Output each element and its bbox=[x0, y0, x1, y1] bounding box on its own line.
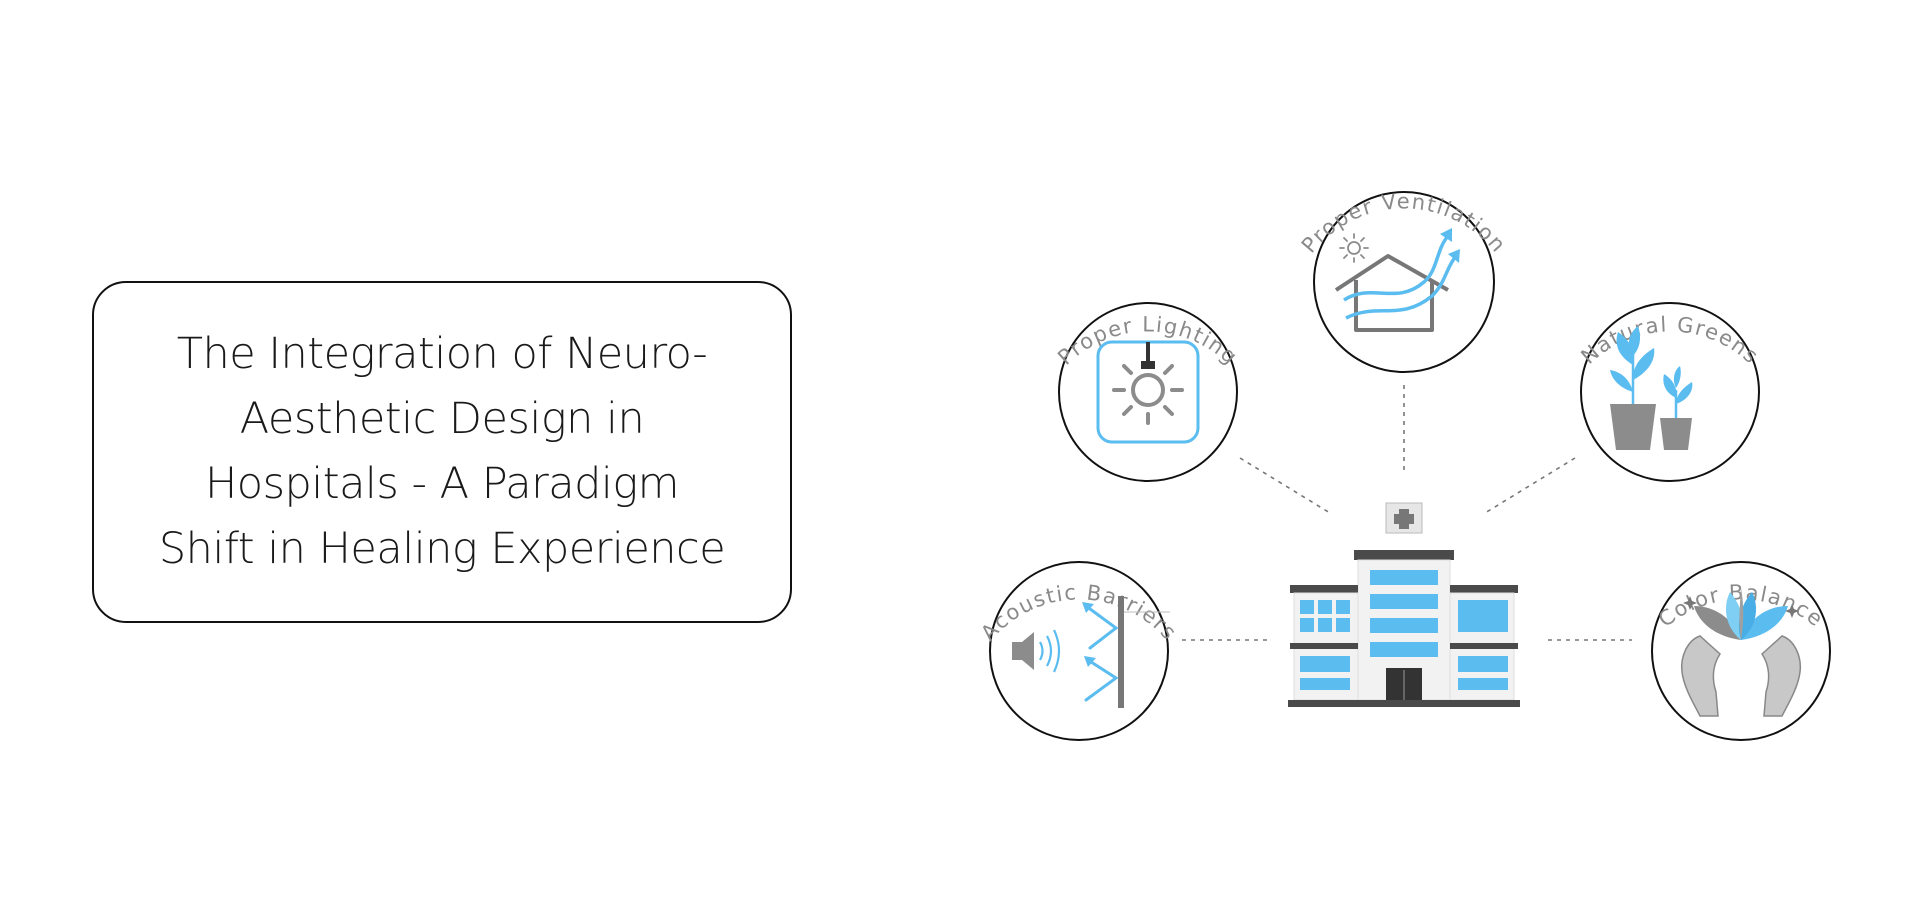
hands-lotus-icon bbox=[1680, 588, 1802, 717]
connector-lighting bbox=[1239, 457, 1331, 514]
page-title: The Integration of Neuro- Aesthetic Desi… bbox=[158, 322, 726, 582]
hospital-building-icon bbox=[1288, 502, 1520, 707]
title-line-1: The Integration of Neuro- bbox=[176, 329, 708, 379]
ventilation-house-icon bbox=[1334, 228, 1460, 332]
speaker-barrier-icon bbox=[1012, 596, 1170, 708]
light-bulb-icon bbox=[1096, 340, 1200, 444]
title-line-3: Hospitals - A Paradigm bbox=[204, 459, 680, 509]
potted-plants-icon bbox=[1610, 326, 1693, 450]
title-line-2: Aesthetic Design in bbox=[239, 394, 645, 444]
title-box: The Integration of Neuro- Aesthetic Desi… bbox=[92, 281, 792, 623]
node-circle-lighting bbox=[1058, 302, 1238, 482]
connector-greens bbox=[1484, 457, 1576, 514]
title-line-4: Shift in Healing Experience bbox=[158, 524, 726, 574]
